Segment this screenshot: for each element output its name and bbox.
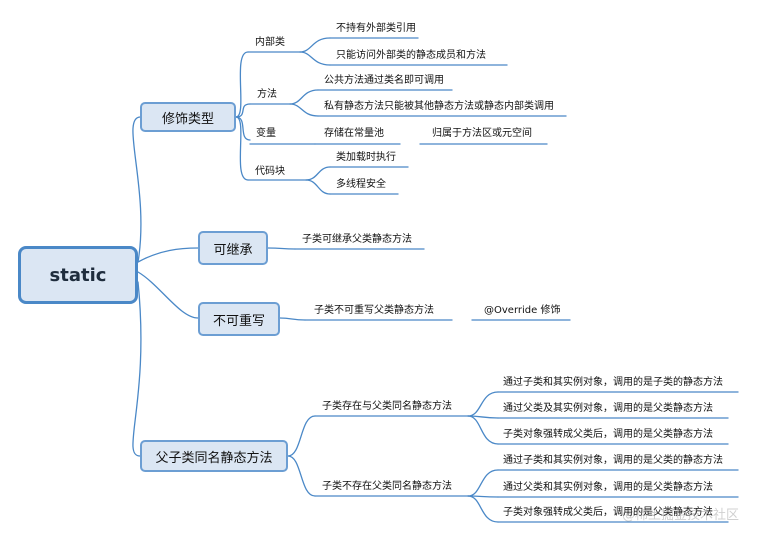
topic-variable-sub[interactable]: 归属于方法区或元空间 xyxy=(432,128,532,139)
topic-code-block[interactable]: 代码块 xyxy=(255,166,285,177)
link-root-no-override xyxy=(137,271,199,319)
topic-no-override-item[interactable]: 子类不可重写父类静态方法 xyxy=(314,305,434,316)
topic-method-item-2[interactable]: 私有静态方法只能被其他静态方法或静态内部类调用 xyxy=(324,101,554,112)
topic-subclass-no-same[interactable]: 子类不存在父类同名静态方法 xyxy=(322,481,452,492)
topic-has-same-item-3[interactable]: 子类对象强转成父类后，调用的是父类静态方法 xyxy=(503,429,713,440)
topic-has-same-item-2[interactable]: 通过父类及其实例对象，调用的是父类静态方法 xyxy=(503,403,713,414)
topic-method-item-1[interactable]: 公共方法通过类名即可调用 xyxy=(324,75,444,86)
topic-code-block-item-2[interactable]: 多线程安全 xyxy=(336,179,386,190)
branch-inheritable[interactable]: 可继承 xyxy=(198,231,268,265)
topic-inner-class-item-1[interactable]: 不持有外部类引用 xyxy=(336,23,416,34)
topic-inherit-item[interactable]: 子类可继承父类静态方法 xyxy=(302,234,412,245)
topic-method[interactable]: 方法 xyxy=(257,89,277,100)
topic-no-same-item-1[interactable]: 通过子类和其实例对象，调用的是父类的静态方法 xyxy=(503,455,723,466)
topic-inner-class-item-2[interactable]: 只能访问外部类的静态成员和方法 xyxy=(336,50,486,61)
branch-modifier-type[interactable]: 修饰类型 xyxy=(140,102,236,132)
topic-no-same-item-3[interactable]: 子类对象强转成父类后，调用的是父类静态方法 xyxy=(503,507,713,518)
link-root-modifier xyxy=(132,116,142,263)
link-root-inherit xyxy=(137,247,199,263)
topic-has-same-item-1[interactable]: 通过子类和其实例对象，调用的是子类的静态方法 xyxy=(503,377,723,388)
root-node[interactable]: static xyxy=(18,246,138,304)
watermark: @稀土掘金技术社区 xyxy=(622,508,740,523)
link-root-same-name xyxy=(132,281,142,457)
branch-not-overridable[interactable]: 不可重写 xyxy=(198,302,280,336)
topic-inner-class[interactable]: 内部类 xyxy=(255,37,285,48)
topic-no-override-sub[interactable]: @Override 修饰 xyxy=(484,305,561,316)
topic-code-block-item-1[interactable]: 类加载时执行 xyxy=(336,152,396,163)
topic-no-same-item-2[interactable]: 通过父类和其实例对象，调用的是父类静态方法 xyxy=(503,482,713,493)
topic-variable-item[interactable]: 存储在常量池 xyxy=(324,128,384,139)
topic-subclass-has-same[interactable]: 子类存在与父类同名静态方法 xyxy=(322,401,452,412)
branch-same-name-static[interactable]: 父子类同名静态方法 xyxy=(140,440,288,472)
topic-variable[interactable]: 变量 xyxy=(256,128,276,139)
